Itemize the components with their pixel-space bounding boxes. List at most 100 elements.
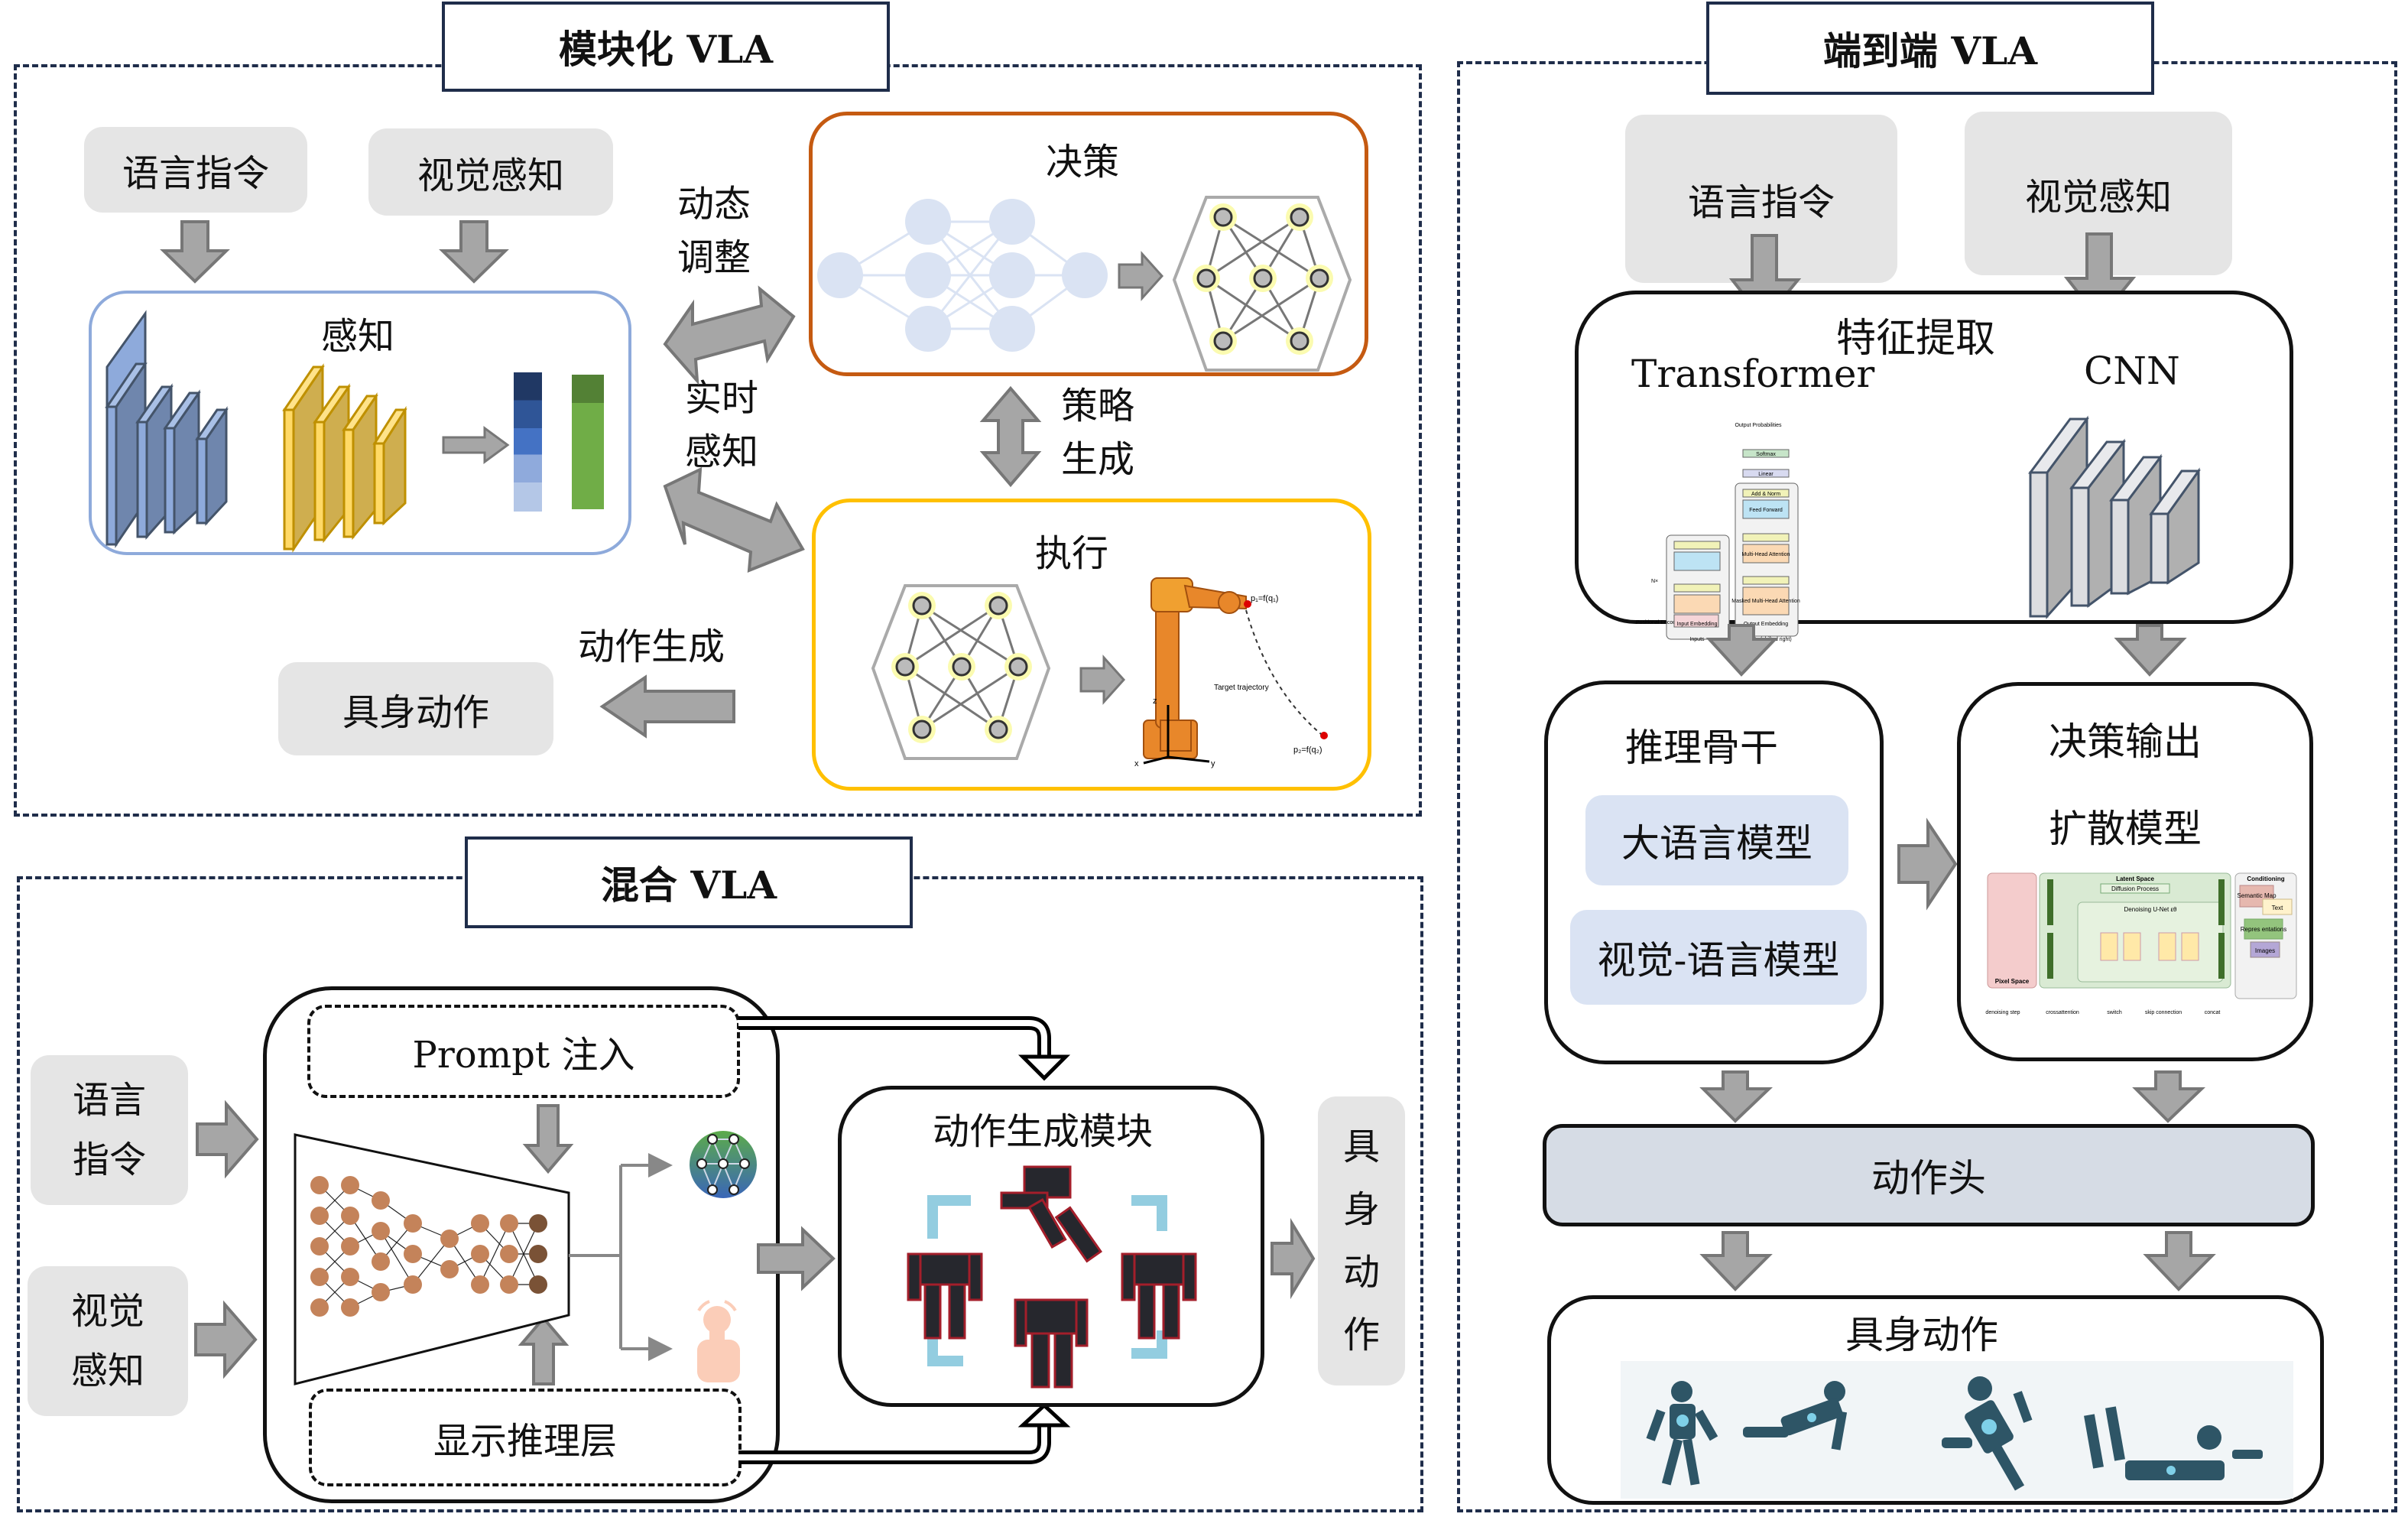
feature-extraction-title: 特征提取 [1836, 316, 1996, 362]
branch-connector-icon [569, 1153, 673, 1361]
link-label-policy-generation: 策略生成 [1061, 385, 1135, 481]
latent-diffusion-diagram: Pixel Space Latent Space Diffusion Proce… [1985, 872, 2297, 1015]
transformer-label: Transformer [1631, 352, 1875, 396]
arrow-right-icon [194, 1300, 258, 1379]
link-label-action-generation: 动作生成 [578, 625, 725, 668]
hex-network-icon [871, 584, 1051, 760]
arrow-down-icon [1699, 1070, 1773, 1123]
ld-denoising-unet: Denoising U-Net εθ [2124, 906, 2177, 913]
neural-network-faded-icon [817, 199, 1108, 352]
robot-axis-x: x [1134, 759, 1139, 768]
arrow-right-icon [1118, 251, 1164, 301]
decision-title: 决策 [1046, 141, 1120, 184]
hybrid-language-input: 语言指令 [31, 1055, 188, 1205]
robot-annotation-trajectory: Target trajectory [1214, 684, 1269, 692]
perception-title: 感知 [321, 315, 395, 358]
llm-item: 大语言模型 [1585, 795, 1848, 885]
arrow-right-icon [1079, 655, 1126, 705]
arrow-down-icon [160, 220, 230, 284]
robot-annotation-p2: p₂=f(q₂) [1293, 746, 1322, 755]
arrow-right-icon [757, 1226, 836, 1291]
arrow-left-icon [599, 674, 735, 739]
reasoning-backbone-title: 推理骨干 [1625, 726, 1778, 770]
tf-multi-head: Multi-Head Attention [1741, 552, 1790, 557]
feature-vector-blue [514, 372, 542, 512]
arrow-right-icon [442, 426, 510, 464]
tf-output-probs: Output Probabilities [1735, 423, 1782, 428]
hybrid-vision-input: 视觉感知 [28, 1266, 188, 1416]
hex-network-icon [1172, 196, 1352, 372]
ld-diffusion-process: Diffusion Process [2111, 885, 2159, 892]
ld-latent-space: Latent Space [2116, 875, 2154, 882]
cnn-layers-gray-icon [2028, 415, 2201, 619]
ld-legend-0: denoising step [1985, 1010, 2020, 1015]
modular-embodied-action-output: 具身动作 [278, 662, 553, 755]
e2e-embodied-action-title: 具身动作 [1845, 1313, 1998, 1357]
arrow-down-icon [522, 1104, 574, 1174]
cnn-layers-blue-icon [105, 310, 229, 548]
ld-legend-3: skip connection [2145, 1010, 2182, 1015]
arrow-right-icon [1897, 817, 1958, 911]
prompt-to-action-arrow [738, 1016, 1071, 1081]
action-generation-module-title: 动作生成模块 [933, 1110, 1154, 1153]
hybrid-vla-title: 混合 VLA [465, 836, 913, 928]
arrow-up-icon [518, 1315, 570, 1385]
feature-vector-green [572, 375, 604, 509]
ld-cond-2: Repres entations [2241, 926, 2286, 933]
vertical-bidirectional-arrow-icon [979, 385, 1042, 488]
action-head-box: 动作头 [1543, 1124, 2315, 1226]
arrow-down-icon [2132, 1070, 2205, 1123]
hybrid-embodied-action-output: 具身动作 [1318, 1096, 1405, 1385]
decision-output-title: 决策输出 [2049, 720, 2202, 764]
humanoid-robot-cycle-image [907, 1165, 1197, 1389]
robot-annotation-p1: p₁=f(q₁) [1251, 594, 1278, 603]
modular-vision-input: 视觉感知 [368, 128, 613, 216]
encoder-decoder-network-icon [294, 1133, 570, 1385]
link-label-realtime-perception: 实时感知 [685, 377, 759, 473]
cnn-label: CNN [2084, 349, 2180, 393]
arrow-down-icon [2114, 624, 2187, 677]
ld-legend-2: switch [2107, 1010, 2122, 1015]
arrow-right-icon [1271, 1217, 1316, 1300]
network-globe-icon [690, 1131, 757, 1198]
reasoning-to-action-arrow [738, 1402, 1071, 1464]
explicit-reasoning-box: 显示推理层 [309, 1389, 742, 1486]
ld-cond-3: Images [2255, 947, 2275, 954]
tf-add-norm: Add & Norm [1751, 492, 1780, 497]
bidirectional-arrow-icon [663, 285, 796, 385]
arrow-down-icon [439, 220, 509, 284]
tf-pos-enc-label: Positional Encoding [1636, 620, 1683, 625]
ld-legend-4: concat [2205, 1010, 2221, 1015]
link-label-dynamic-adjust: 动态调整 [677, 183, 751, 279]
robot-axis-y: y [1211, 759, 1215, 768]
robot-poses-image [1621, 1361, 2293, 1499]
touch-gesture-icon [697, 1300, 740, 1382]
arrow-right-icon [196, 1100, 259, 1179]
tf-linear: Linear [1758, 472, 1774, 477]
tf-softmax: Softmax [1756, 452, 1776, 457]
tf-masked-multi-head: Masked Multi-Head Attention [1731, 599, 1800, 604]
tf-inputs: Inputs [1689, 637, 1705, 642]
ld-legend-1: crossattention [2046, 1010, 2079, 1015]
diffusion-model-label: 扩散模型 [2049, 807, 2202, 851]
tf-input-embedding: Input Embedding [1677, 622, 1718, 627]
modular-language-input: 语言指令 [84, 127, 307, 213]
prompt-injection-box: Prompt 注入 [307, 1005, 740, 1098]
ld-pixel-space: Pixel Space [1995, 978, 2030, 985]
vlm-item: 视觉-语言模型 [1570, 910, 1867, 1005]
cnn-layers-yellow-icon [282, 363, 407, 553]
execution-title: 执行 [1035, 532, 1109, 575]
modular-vla-title: 模块化 VLA [442, 2, 890, 92]
tf-output-embedding: Output Embedding [1744, 622, 1788, 627]
arrow-down-icon [1705, 624, 1779, 677]
robot-axis-z: z [1153, 697, 1157, 706]
tf-nx-label: N× [1651, 579, 1658, 584]
robot-arm-icon: p₁=f(q₁) Target trajectory p₂=f(q₂) x y … [1134, 577, 1328, 768]
ld-cond-1: Text [2272, 905, 2283, 911]
e2e-vision-input: 视觉感知 [1965, 112, 2232, 275]
arrow-down-icon [2143, 1231, 2216, 1291]
transformer-architecture-diagram: Output Probabilities Softmax Linear Add … [1636, 423, 1800, 642]
arrow-down-icon [1699, 1231, 1773, 1291]
tf-feed-forward: Feed Forward [1749, 508, 1783, 513]
bidirectional-arrow-icon [663, 466, 805, 573]
